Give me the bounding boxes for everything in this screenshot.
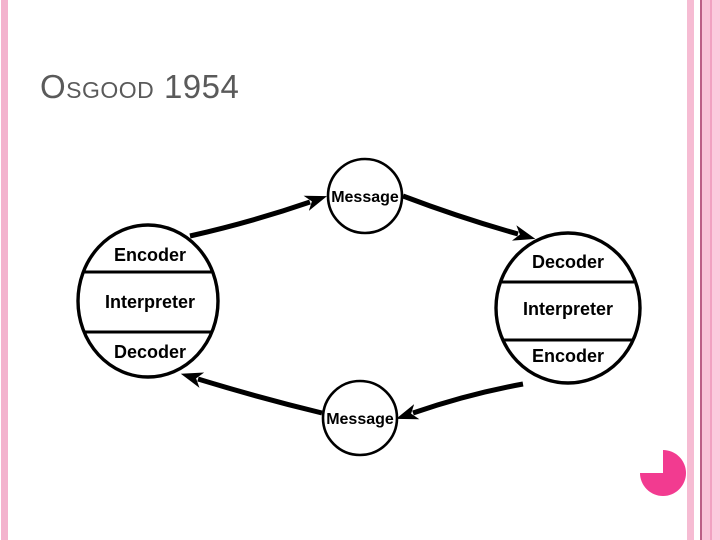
pushpin-icon <box>640 450 686 496</box>
bottom-message-circle <box>321 379 399 457</box>
arrow-left-to-top-message <box>189 195 328 239</box>
slide-title: Osgood 1954 <box>40 68 240 105</box>
right-circle <box>494 231 642 385</box>
top-message-node: Message <box>326 157 404 235</box>
arrow-right-to-bottom-message <box>395 381 524 420</box>
right-section-label-top: Decoder <box>532 252 604 272</box>
arrow-top-message-to-right <box>402 193 536 241</box>
left-circle <box>76 223 220 379</box>
left-section-label-top: Encoder <box>114 245 186 265</box>
bottom-message-label: Message <box>326 411 394 428</box>
left-section-label-middle: Interpreter <box>105 292 195 312</box>
right-section-label-bottom: Encoder <box>532 346 604 366</box>
right-edge-stripe-mid <box>702 0 710 540</box>
left-edge-stripe <box>1 0 8 540</box>
left-section-label-bottom: Decoder <box>114 342 186 362</box>
top-message-circle <box>326 157 404 235</box>
right-section-label-middle: Interpreter <box>523 299 613 319</box>
right-edge-stripe-accent-line <box>710 0 712 540</box>
arrow-bottom-message-to-left <box>180 372 323 416</box>
bottom-message-node: Message <box>321 379 399 457</box>
left-participant-node: Encoder Interpreter Decoder <box>76 223 220 379</box>
right-participant-node: Decoder Interpreter Encoder <box>494 231 642 385</box>
right-edge-stripe-dark-line <box>700 0 702 540</box>
top-message-label: Message <box>331 189 399 206</box>
right-edge-stripe-inner <box>712 0 720 540</box>
right-edge-stripe-outer <box>687 0 694 540</box>
